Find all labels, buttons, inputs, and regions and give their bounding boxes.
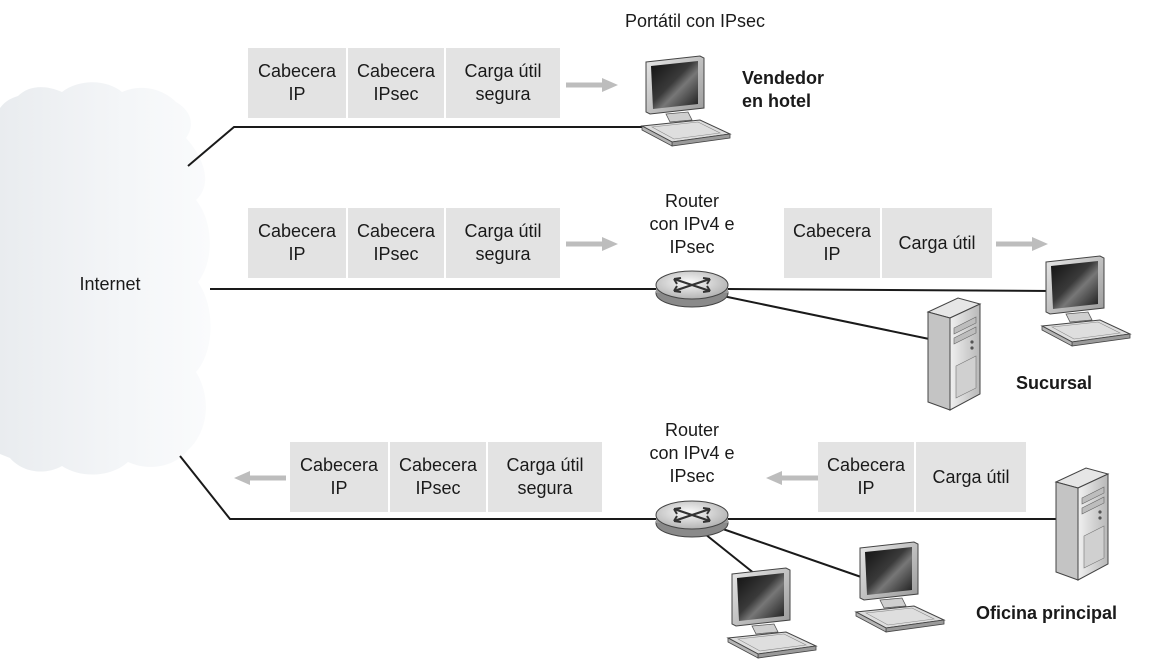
hq-computer-right-icon xyxy=(855,541,945,633)
link-internet-laptop xyxy=(187,126,652,167)
internet-label: Internet xyxy=(79,274,141,294)
internet-cloud xyxy=(0,82,211,475)
hq-router-label: Router con IPv4 e IPsec xyxy=(649,420,735,486)
branch-computer-icon xyxy=(1041,255,1131,347)
arrow-right-2 xyxy=(566,237,618,251)
arrow-left-2 xyxy=(766,471,818,485)
hq-label: Oficina principal xyxy=(976,603,1118,623)
link-branch-router-server xyxy=(717,294,935,341)
link-hq-router-pc-right xyxy=(719,527,865,579)
link-branch-router-pc xyxy=(727,288,1053,292)
branch-server-icon xyxy=(927,297,981,411)
hq-router-icon xyxy=(654,499,730,539)
branch-router-icon xyxy=(654,269,730,309)
laptop-icon xyxy=(641,55,731,147)
salesperson-label: Vendedor en hotel xyxy=(742,68,825,111)
link-hq-router-pc-left xyxy=(699,529,761,579)
branch-router-label: Router con IPv4 e IPsec xyxy=(649,191,735,257)
arrow-left-1 xyxy=(234,471,286,485)
hq-server-icon xyxy=(1055,467,1109,581)
payload-cell: Carga útil xyxy=(914,442,1026,512)
arrow-right-1 xyxy=(566,78,618,92)
arrow-right-3 xyxy=(996,237,1048,251)
payload-cell: Carga útil xyxy=(880,208,992,278)
laptop-title: Portátil con IPsec xyxy=(624,11,766,31)
branch-label: Sucursal xyxy=(1016,373,1093,393)
link-internet-hq-router xyxy=(179,455,656,520)
hq-computer-left-icon xyxy=(727,567,817,659)
